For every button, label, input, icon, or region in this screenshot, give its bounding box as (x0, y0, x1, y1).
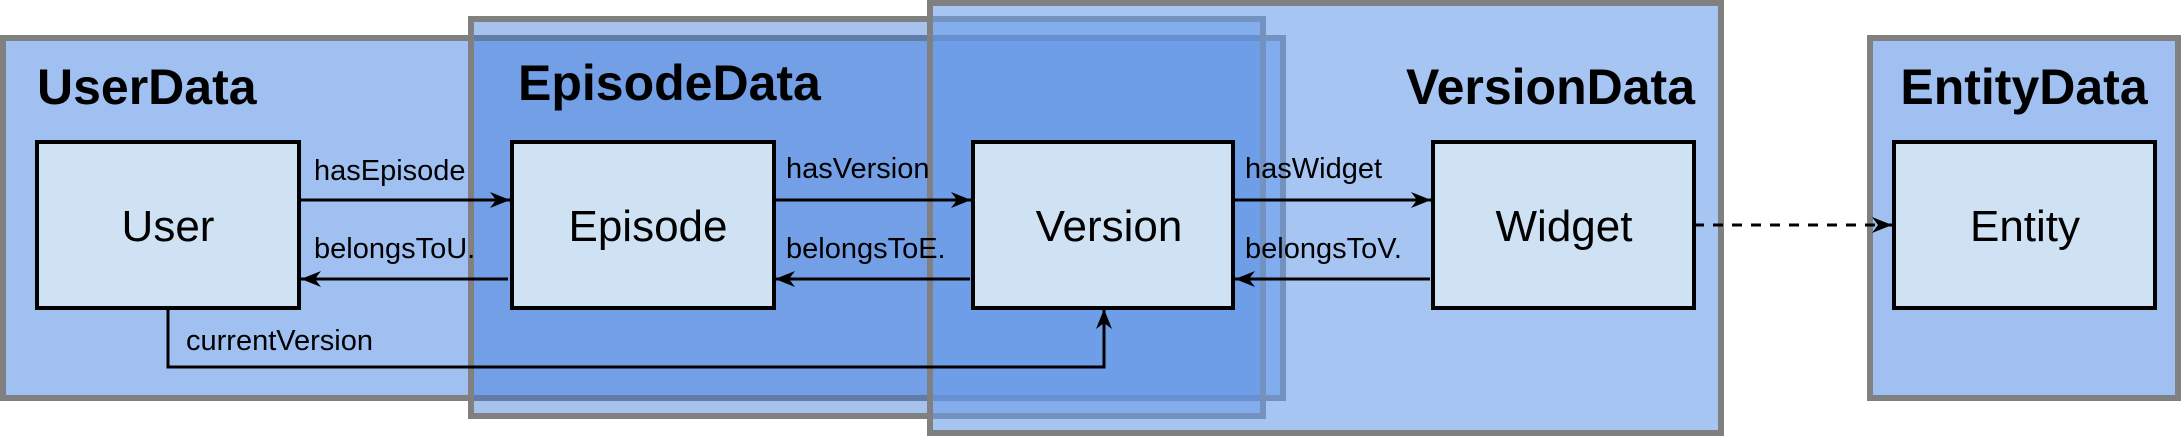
group-title-entity-data: EntityData (1900, 59, 2148, 115)
node-label-version: Version (1036, 202, 1183, 251)
node-label-entity: Entity (1970, 202, 2080, 251)
node-episode (510, 140, 776, 310)
node-widget (1431, 140, 1696, 310)
edge-label-belongs-to-v: belongsToV. (1245, 233, 1402, 265)
edge-label-current-version: currentVersion (186, 325, 373, 357)
edge-label-has-version: hasVersion (786, 153, 930, 185)
edge-label-has-episode: hasEpisode (314, 155, 466, 187)
edge-label-belongs-to-u: belongsToU. (314, 233, 475, 265)
node-label-user: User (122, 202, 215, 251)
group-title-user-data: UserData (37, 59, 258, 115)
node-version (971, 140, 1235, 310)
edge-label-belongs-to-e: belongsToE. (786, 233, 946, 265)
group-title-episode-data: EpisodeData (518, 55, 822, 111)
group-title-version-data: VersionData (1406, 59, 1696, 115)
node-user (35, 140, 301, 310)
edge-label-has-widget: hasWidget (1245, 153, 1382, 185)
node-label-widget: Widget (1496, 202, 1633, 251)
node-entity (1892, 140, 2157, 310)
edge-current-version (166, 309, 1112, 369)
node-label-episode: Episode (568, 202, 727, 251)
